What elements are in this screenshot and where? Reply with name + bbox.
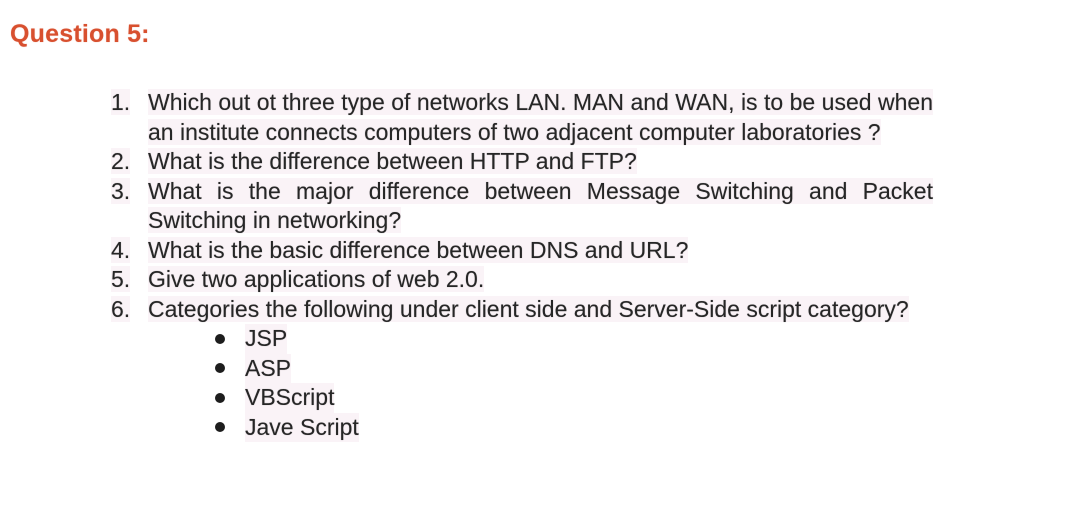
question-text: Give two applications of web 2.0. [148,266,485,292]
question-item-5: 5. Give two applications of web 2.0. [111,265,933,295]
bullet-icon [215,333,225,344]
bullet-icon [215,422,225,433]
question-number: 1. [111,89,131,115]
question-text: Categories the following under client si… [148,295,909,322]
bullet-icon [215,363,225,374]
page-title: Question 5: [10,20,150,48]
question-item-3: 3. What is the major difference between … [111,177,933,236]
question-number: 6. [111,295,131,322]
bullet-label: ASP [245,353,292,383]
list-item: Jave Script [215,412,933,442]
list-item: ASP [215,353,933,383]
question-text: Which out ot three type of networks LAN.… [148,89,933,145]
list-item: JSP [215,324,933,354]
question-number: 5. [111,266,131,292]
question-number: 3. [111,177,131,204]
question-item-1: 1. Which out ot three type of networks L… [111,88,933,147]
question-item-2: 2. What is the difference between HTTP a… [111,147,933,177]
question-list: 1. Which out ot three type of networks L… [111,88,933,442]
question-number: 4. [111,236,131,263]
list-item: VBScript [215,383,933,413]
question-text: What is the major difference between Mes… [148,177,933,233]
question-text: What is the difference between HTTP and … [148,148,637,174]
bullet-icon [215,392,225,403]
bullet-label: VBScript [245,383,335,413]
question-number: 2. [111,148,131,174]
question-item-6: 6. Categories the following under client… [111,295,933,325]
bullet-label: JSP [245,324,288,354]
bullet-label: Jave Script [245,412,359,442]
question-text: What is the basic difference between DNS… [148,236,689,263]
question-item-4: 4. What is the basic difference between … [111,236,933,266]
bullet-list: JSP ASP VBScript Jave Script [111,324,933,442]
